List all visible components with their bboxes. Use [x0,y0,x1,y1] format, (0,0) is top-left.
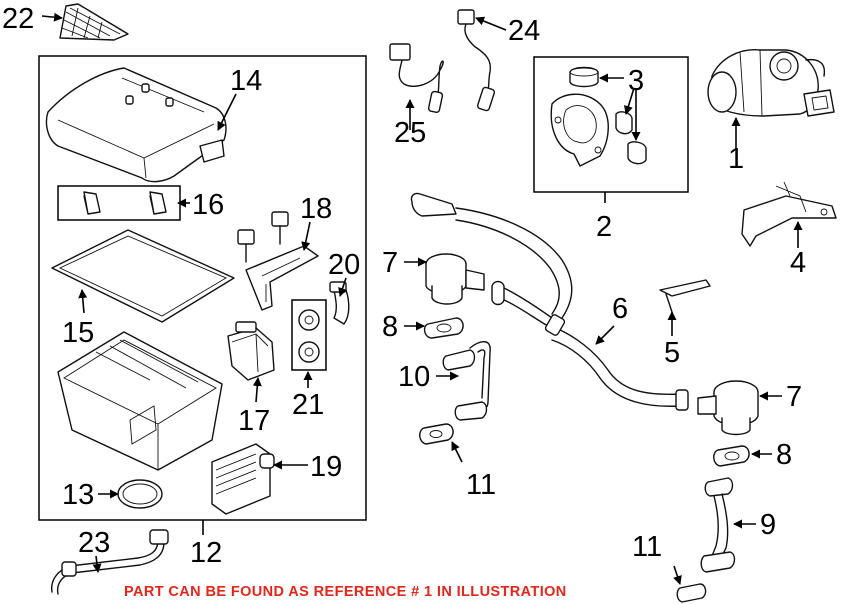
callout-12: 12 [190,537,222,569]
leader-arrows [41,12,803,585]
part-9-pipe[interactable] [700,477,736,573]
part-10-pipe[interactable] [442,341,491,421]
part-13-ring[interactable] [117,479,163,509]
callout-13: 13 [62,479,94,511]
callout-15: 15 [62,317,94,349]
part-23-hose[interactable] [51,529,169,595]
callout-11a: 11 [466,469,496,501]
callout-2: 2 [596,211,612,243]
part-4-bracket[interactable] [741,181,837,247]
part-11b-gasket[interactable] [676,583,707,603]
part-14-cover[interactable] [45,67,227,183]
part-15-filter[interactable] [51,229,235,323]
callout-17: 17 [238,405,270,437]
reference-banner: PART CAN BE FOUND AS REFERENCE # 1 IN IL… [124,584,567,600]
callout-1: 1 [728,143,744,175]
callout-7b: 7 [786,381,802,413]
part-16-clips[interactable] [83,191,167,215]
callout-22: 22 [2,3,34,35]
part-11a-gasket[interactable] [419,423,454,445]
part-2-gasket[interactable] [550,93,609,167]
callout-4: 4 [790,247,806,279]
callout-21: 21 [292,389,324,421]
part-7b-valve[interactable] [697,380,759,436]
part-22-bracket[interactable] [59,3,129,41]
part-8a-gasket[interactable] [423,317,464,339]
callout-8b: 8 [776,439,792,471]
part-20-hose[interactable] [329,281,350,325]
part-1-pump[interactable] [707,49,835,117]
callout-9: 9 [760,509,776,541]
part-19-module[interactable] [211,443,275,515]
callout-8a: 8 [382,311,398,343]
callout-14: 14 [230,65,262,97]
part-17-sensor[interactable] [227,321,275,381]
part-3-bushings[interactable] [569,66,647,165]
part-21-grommets[interactable] [298,309,320,363]
callout-16: 16 [192,189,224,221]
callout-23: 23 [78,527,110,559]
callout-3: 3 [628,65,644,97]
part-6-pipe[interactable] [410,192,689,411]
callout-24: 24 [508,15,540,47]
callout-labels: 22 14 16 15 18 20 21 17 19 13 12 23 25 2… [2,3,806,569]
part-12-housing[interactable] [57,331,223,471]
part-21-box [291,299,327,371]
callout-25: 25 [394,117,426,149]
part-8b-gasket[interactable] [713,445,750,467]
callout-7a: 7 [382,247,398,279]
callout-20: 20 [328,249,360,281]
callout-11b: 11 [632,531,662,563]
callout-19: 19 [310,451,342,483]
part-18-bracket[interactable] [237,211,319,311]
group-box-2 [533,56,689,193]
callout-5: 5 [664,337,680,369]
callout-6: 6 [612,293,628,325]
part-7a-valve[interactable] [425,253,485,305]
callout-10: 10 [398,361,430,393]
part-5-bracket[interactable] [659,279,711,313]
callout-18: 18 [300,193,332,225]
part-25-sensor[interactable] [389,43,444,113]
part-24-sensor[interactable] [457,9,496,112]
